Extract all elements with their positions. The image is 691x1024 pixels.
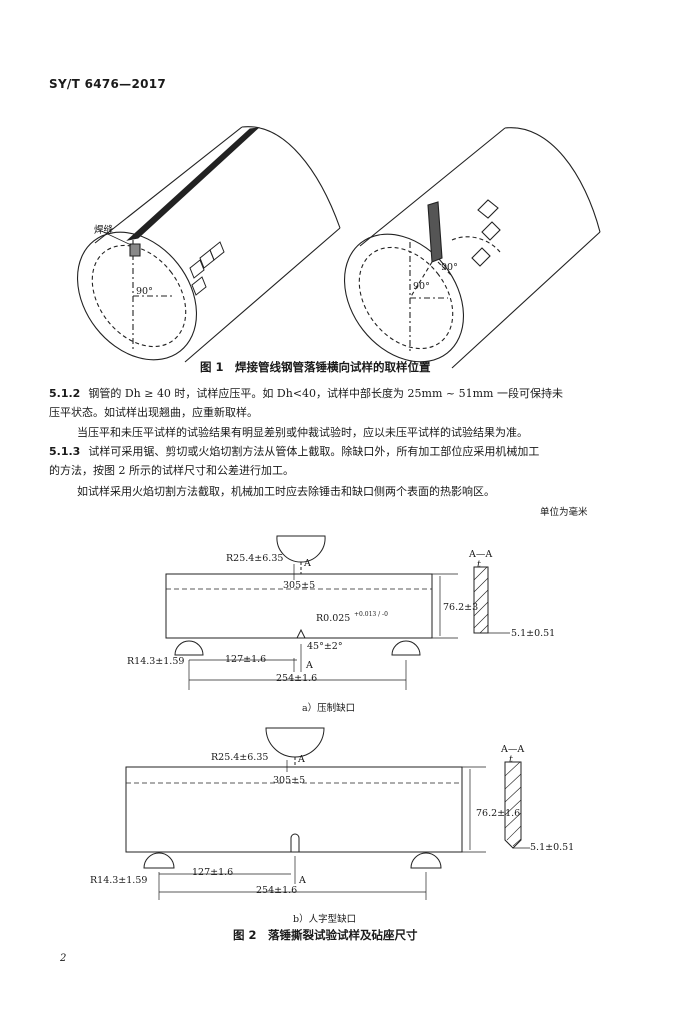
cut-mark-top-2a: A xyxy=(304,558,311,569)
striker-radius-2a: R25.4±6.35 xyxy=(226,553,284,564)
support-right-2b xyxy=(410,852,442,869)
subcaption-2a: a）压制缺口 xyxy=(302,703,356,714)
paragraph-flame-cut: 如试样采用火焰切割方法截取，机械加工时应去除锤击和缺口侧两个表面的热影响区。 xyxy=(77,485,495,498)
support-left-2a xyxy=(174,640,204,656)
subcaption-2b: b）人字型缺口 xyxy=(293,914,357,925)
unit-note: 单位为毫米 xyxy=(540,507,588,518)
support-radius-2b: R14.3±1.59 xyxy=(90,875,148,886)
paragraph-arbitration: 当压平和未压平试样的试验结果有明显差别或仲裁试验时，应以未压平试样的试验结果为准… xyxy=(77,426,528,439)
span-dim-2a: 254±1.6 xyxy=(276,673,318,684)
span-dim-2b: 254±1.6 xyxy=(256,885,298,896)
left-angle-label: 90° xyxy=(136,286,153,297)
paragraph-5-1-2: 5.1.2 钢管的 Dh ≥ 40 时，试样应压平。如 Dh<40，试样中部长度为… xyxy=(49,384,563,422)
cut-mark-bottom-2a: A xyxy=(306,660,313,671)
paragraph-line: 的方法，按图 2 所示的试样尺寸和公差进行加工。 xyxy=(49,464,294,477)
section-number: 5.1.3 xyxy=(49,445,81,458)
angle-dim-2a: 45°±2° xyxy=(307,641,343,652)
thickness-label-2a: t xyxy=(477,559,481,570)
left-pipe xyxy=(76,126,341,363)
striker-2b xyxy=(265,727,325,758)
section-aa-2a xyxy=(473,566,489,634)
notch-2a xyxy=(296,628,306,639)
height-dim-2a: 76.2±3 xyxy=(443,602,479,613)
cut-mark-top-2b: A xyxy=(298,754,305,765)
section-aa-2a-hatch xyxy=(473,566,489,634)
section-aa-2b-hatch xyxy=(504,761,522,847)
section-number: 5.1.2 xyxy=(49,387,81,400)
specimen-2b xyxy=(125,766,463,853)
half-span-dim-2b: 127±1.6 xyxy=(192,867,234,878)
section-label-2a: A—A xyxy=(469,549,493,560)
height-dim-2b: 76.2±1.6 xyxy=(476,808,521,819)
notch-radius-2a: R0.025 xyxy=(316,613,351,624)
support-right-2a xyxy=(391,640,421,656)
length-dim-2a: 305±5 xyxy=(283,580,316,591)
left-specimen-outlines xyxy=(189,241,225,296)
cut-mark-bottom-2b: A xyxy=(299,875,306,886)
weld-label: 焊缝 xyxy=(94,225,114,236)
section-label-2b: A—A xyxy=(501,744,525,755)
thickness-label-2b: t xyxy=(509,754,513,765)
half-span-dim-2a: 127±1.6 xyxy=(225,654,267,665)
notch-depth-2a: 5.1±0.51 xyxy=(511,628,556,639)
support-left-2b xyxy=(143,852,175,869)
striker-radius-2b: R25.4±6.35 xyxy=(211,752,269,763)
page-number: 2 xyxy=(60,953,67,964)
right-angle-label-lower: 90° xyxy=(413,281,430,292)
notch-depth-2b: 5.1±0.51 xyxy=(530,842,575,853)
specimen-2a xyxy=(165,573,433,639)
paragraph-line: 钢管的 Dh ≥ 40 时，试样应压平。如 Dh<40，试样中部长度为 25mm… xyxy=(88,387,563,400)
figure-1-caption: 图 1 焊接管线钢管落锤横向试样的取样位置 xyxy=(200,360,431,374)
support-radius-2a: R14.3±1.59 xyxy=(127,656,185,667)
figure-2-caption: 图 2 落锤撕裂试验试样及砧座尺寸 xyxy=(233,928,418,942)
paragraph-line: 压平状态。如试样出现翘曲，应重新取样。 xyxy=(49,406,258,419)
paragraph-line: 试样可采用锯、剪切或火焰切割方法从管体上截取。除缺口外，所有加工部位应采用机械加… xyxy=(88,445,540,458)
length-dim-2b: 305±5 xyxy=(273,775,306,786)
standard-header: SY/T 6476—2017 xyxy=(49,77,167,91)
notch-tolerance-2a: +0.013 / -0 xyxy=(354,611,388,618)
section-aa-2b xyxy=(504,761,522,849)
right-angle-label-upper: 90° xyxy=(441,262,458,273)
notch-2b xyxy=(290,833,300,852)
right-pipe xyxy=(343,127,601,369)
paragraph-5-1-3: 5.1.3 试样可采用锯、剪切或火焰切割方法从管体上截取。除缺口外，所有加工部位应… xyxy=(49,442,539,480)
